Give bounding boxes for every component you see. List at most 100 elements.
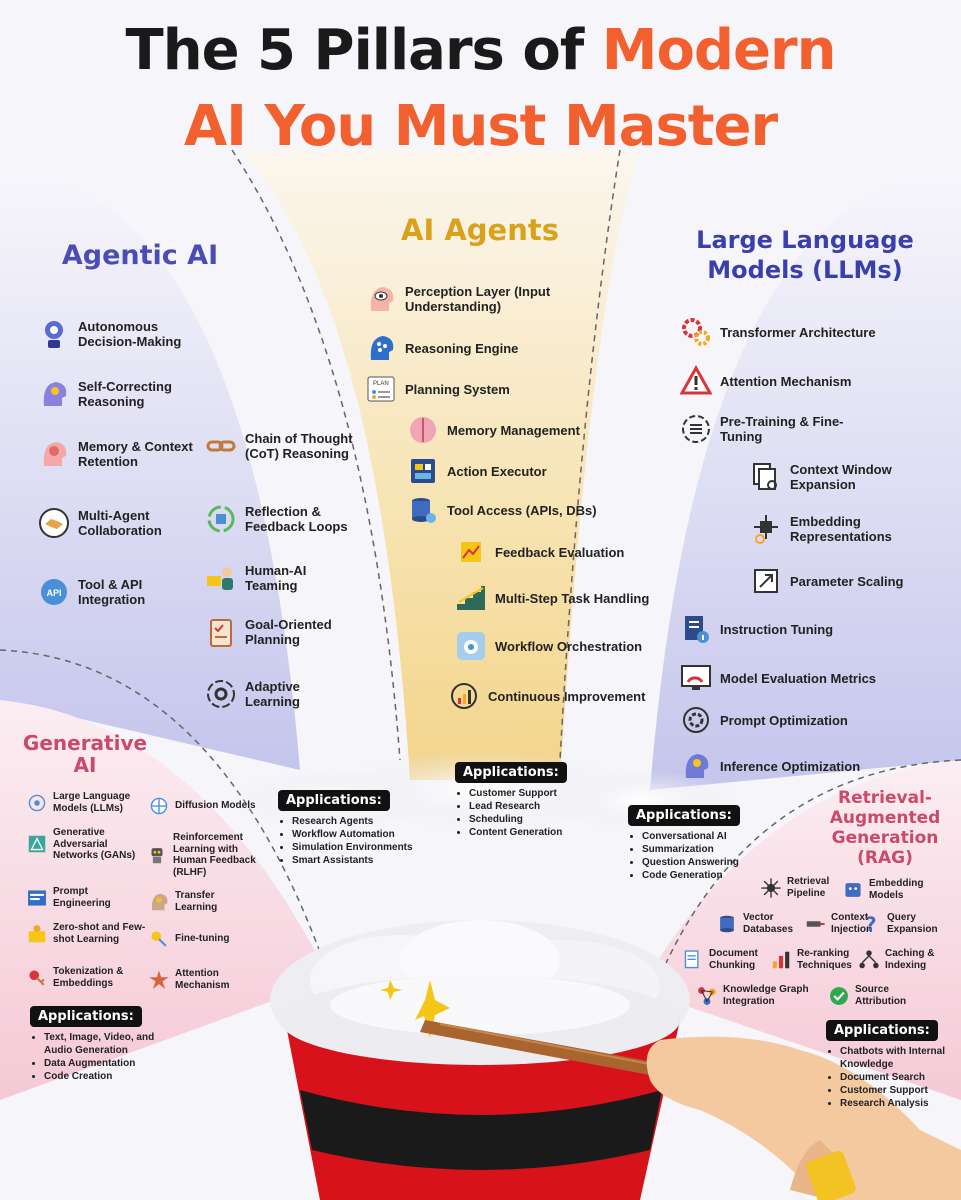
agentic-label: Adaptive Learning <box>245 679 300 709</box>
human-ai-icon <box>205 562 237 594</box>
svg-text:API: API <box>46 588 61 598</box>
agentic-item: Multi-Agent Collaboration <box>38 507 203 539</box>
page-title-line2: AI You Must Master <box>183 94 778 159</box>
rag-item: ? Query Expansion <box>860 912 950 935</box>
title-accent: Modern <box>601 18 837 83</box>
svg-text:?: ? <box>865 913 876 935</box>
agentic-label: Tool & API Integration <box>78 577 146 607</box>
rag-label: Query Expansion <box>887 912 938 935</box>
rag-item: Caching & Indexing <box>858 948 948 971</box>
embedding-bot-icon <box>842 879 864 901</box>
question-icon: ? <box>860 913 882 935</box>
application-item: Text, Image, Video, and Audio Generation <box>44 1031 180 1057</box>
rag-label: Source Attribution <box>855 984 907 1007</box>
application-item: Code Generation <box>642 869 778 882</box>
agentic-item: Reflection & Feedback Loops <box>205 503 360 535</box>
application-item: Code Creation <box>44 1070 180 1083</box>
rag-label: Vector Databases <box>743 912 794 935</box>
llm-item: Embedding Representations <box>750 513 930 545</box>
agents-item: Memory Management <box>407 414 607 446</box>
llm-item: Inference Optimization <box>680 750 880 782</box>
agents-item: Tool Access (APIs, DBs) <box>407 494 607 526</box>
application-item: Customer Support <box>469 787 605 800</box>
generative-item: Prompt Engineering <box>26 886 146 909</box>
agents-applications: Applications: Customer Support Lead Rese… <box>455 762 605 839</box>
agentic-item: Memory & Context Retention <box>38 438 203 470</box>
agentic-item: Self-Correcting Reasoning <box>38 378 203 410</box>
robot-icon <box>146 844 168 866</box>
agents-item: Workflow Orchestration <box>455 630 655 662</box>
rag-title-line2: Augmented <box>829 808 941 828</box>
brain-icon <box>407 414 439 446</box>
agentic-label: Goal-Oriented Planning <box>245 617 332 647</box>
checklist-icon <box>205 616 237 648</box>
injection-icon <box>804 913 826 935</box>
application-item: Scheduling <box>469 813 605 826</box>
llm-title: Large Language Models (LLMs) <box>680 225 930 285</box>
agents-item: Reasoning Engine <box>365 332 565 364</box>
agents-item: Continuous Improvement <box>448 680 648 712</box>
diffusion-icon <box>148 795 170 817</box>
rag-title-line4: (RAG) <box>857 848 913 868</box>
llm-label: Pre-Training & Fine-Tuning <box>720 414 844 444</box>
application-item: Customer Support <box>840 1084 956 1097</box>
llm-label: Instruction Tuning <box>720 621 834 637</box>
agents-item: Action Executor <box>407 455 607 487</box>
document-info-icon <box>680 613 712 645</box>
sparkle-icon <box>380 980 450 1038</box>
agents-label: Multi-Step Task Handling <box>495 590 650 606</box>
application-item: Content Generation <box>469 826 605 839</box>
agentic-ai-title: Agentic AI <box>61 240 219 271</box>
llm-label: Parameter Scaling <box>790 573 904 589</box>
feedback-loop-icon <box>205 503 237 535</box>
generative-item: Attention Mechanism <box>148 968 258 991</box>
vector-db-icon <box>716 913 738 935</box>
llm-label: Context Window Expansion <box>790 462 892 492</box>
llm-item: Instruction Tuning <box>680 613 880 645</box>
application-item: Question Answering <box>642 856 778 869</box>
llm-label: Inference Optimization <box>720 758 861 774</box>
generative-label: Reinforcement Learning with Human Feedba… <box>173 832 256 878</box>
llm-label: Transformer Architecture <box>720 324 876 340</box>
generative-item: Zero-shot and Few-shot Learning <box>26 922 146 945</box>
generative-item: Large Language Models (LLMs) <box>26 791 144 814</box>
agents-label: Feedback Evaluation <box>495 544 625 560</box>
applications-list: Customer Support Lead Research Schedulin… <box>455 787 605 839</box>
generative-label: Large Language Models (LLMs) <box>53 791 131 814</box>
agents-label: Memory Management <box>447 422 580 438</box>
rag-item: Source Attribution <box>828 984 918 1007</box>
applications-heading: Applications: <box>826 1020 938 1041</box>
token-key-icon <box>26 967 48 989</box>
generative-title-line1: Generative <box>22 731 148 755</box>
agents-label: Perception Layer (Input Understanding) <box>405 284 551 314</box>
lightbulb-head-icon <box>38 378 70 410</box>
applications-heading: Applications: <box>278 790 390 811</box>
warning-icon <box>680 365 712 397</box>
llm-item: Pre-Training & Fine-Tuning <box>680 413 880 445</box>
rag-title-line3: Generation <box>831 828 939 848</box>
inference-head-icon <box>680 750 712 782</box>
applications-heading: Applications: <box>30 1006 142 1027</box>
generative-item: Fine-tuning <box>148 928 258 950</box>
llm-label: Model Evaluation Metrics <box>720 670 877 686</box>
rag-item: Retrieval Pipeline <box>760 876 840 899</box>
generative-label: Diffusion Models <box>175 800 256 812</box>
generative-label: Prompt Engineering <box>53 886 111 909</box>
agentic-item: Adaptive Learning <box>205 678 355 710</box>
hand-icon <box>646 1036 961 1200</box>
book-bulb-icon <box>26 923 48 945</box>
feedback-chart-icon <box>455 536 487 568</box>
application-item: Lead Research <box>469 800 605 813</box>
agents-label: Planning System <box>405 381 510 397</box>
magic-wand-icon <box>420 1020 670 1078</box>
generative-item: Transfer Learning <box>148 890 258 913</box>
check-circle-icon <box>828 985 850 1007</box>
llm-item: Context Window Expansion <box>750 461 930 493</box>
applications-heading: Applications: <box>455 762 567 783</box>
database-icon <box>407 494 439 526</box>
prompt-window-icon <box>26 887 48 909</box>
brain-gear-icon <box>38 318 70 350</box>
retrieval-burst-icon <box>760 877 782 899</box>
